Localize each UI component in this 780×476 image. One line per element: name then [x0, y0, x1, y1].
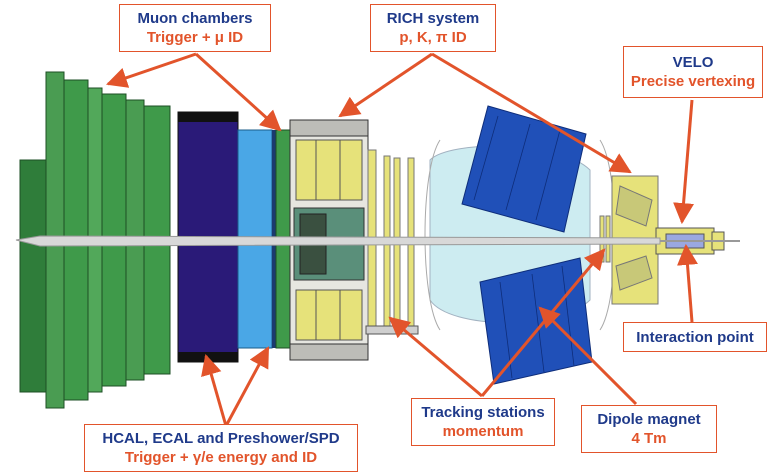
callout-subtitle: momentum	[442, 423, 524, 440]
arrow-muon-left	[106, 52, 197, 88]
arrow-velo	[673, 99, 695, 225]
callout-subtitle: p, K, π ID	[399, 29, 467, 46]
arrow-rich-right	[431, 52, 632, 174]
callout-subtitle: Trigger + γ/e energy and ID	[124, 449, 318, 466]
callout-velo: VELO Precise vertexing	[623, 46, 763, 98]
callout-interaction-point: Interaction point	[623, 322, 767, 352]
beam-pipe	[15, 235, 740, 247]
arrow-calo-hcal	[201, 353, 228, 427]
dipole-magnet	[424, 105, 616, 385]
callout-title: VELO	[672, 54, 714, 71]
callout-title: Tracking stations	[421, 404, 545, 421]
callout-title: Interaction point	[636, 329, 754, 346]
callout-subtitle: Trigger + μ ID	[146, 29, 244, 46]
callout-subtitle: 4 Tm	[631, 430, 667, 447]
callout-title: RICH system	[386, 10, 480, 27]
callout-calorimeters: HCAL, ECAL and Preshower/SPD Trigger + γ…	[84, 424, 358, 472]
callout-dipole-magnet: Dipole magnet 4 Tm	[581, 405, 717, 453]
callout-subtitle: Precise vertexing	[630, 73, 756, 90]
arrow-interaction	[677, 243, 698, 323]
callout-arrows	[106, 52, 698, 427]
callout-title: HCAL, ECAL and Preshower/SPD	[102, 430, 340, 447]
arrow-tracking-left	[388, 316, 483, 398]
arrow-rich-left	[338, 52, 433, 118]
arrow-dipole	[538, 306, 638, 406]
callout-title: Muon chambers	[137, 10, 253, 27]
callout-muon-chambers: Muon chambers Trigger + μ ID	[119, 4, 271, 52]
callout-title: Dipole magnet	[597, 411, 701, 428]
callout-rich-system: RICH system p, K, π ID	[370, 4, 496, 52]
arrow-muon-right	[194, 52, 282, 132]
callout-tracking-stations: Tracking stations momentum	[411, 398, 555, 446]
arrow-calo-ecal	[224, 346, 270, 427]
